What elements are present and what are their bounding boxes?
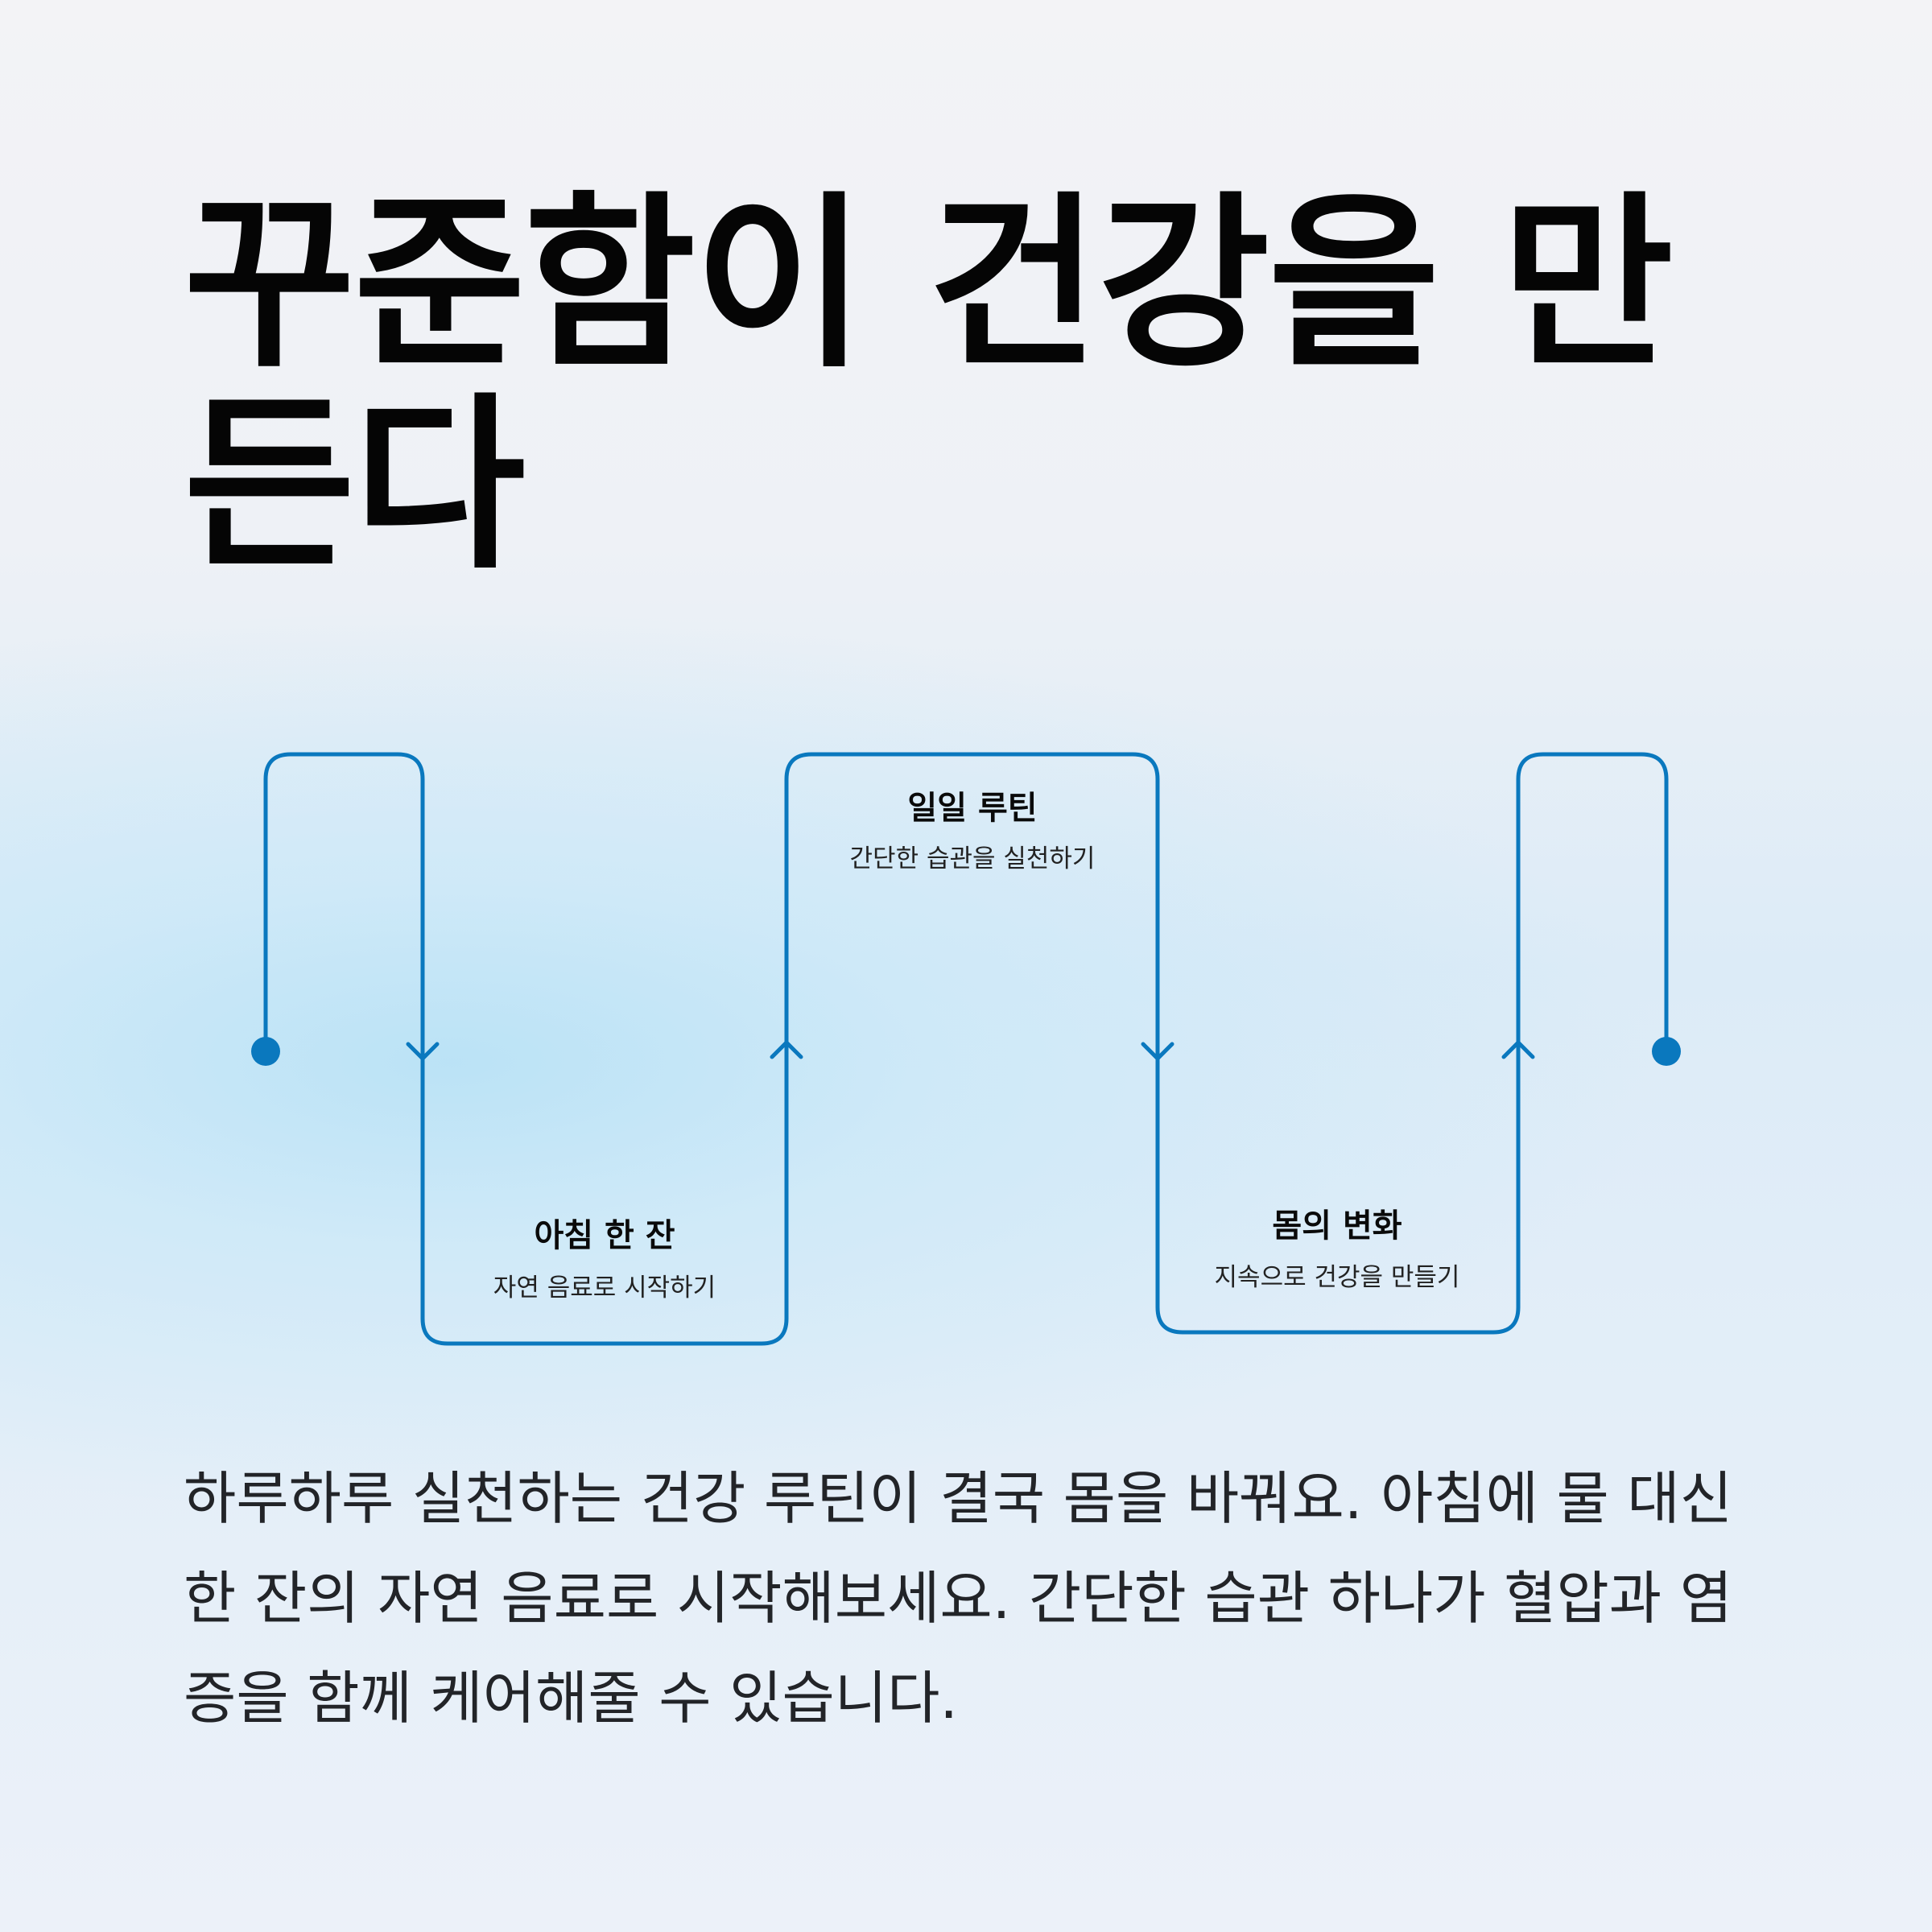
start-dot-icon xyxy=(251,1037,280,1066)
step-title: 몸의 변화 xyxy=(1272,1208,1402,1245)
arrow-up-icon xyxy=(770,1040,803,1059)
step-description: 간단한 습관을 실천하기 xyxy=(850,844,1096,873)
page-title: 꾸준함이 건강을 만든다 xyxy=(184,175,1674,594)
arrow-down-icon xyxy=(406,1042,440,1061)
step-title: 아침 한 잔 xyxy=(534,1217,675,1254)
body-paragraph: 하루하루 실천하는 건강 루틴이 결국 몸을 바꿔요. 아침에 물 대신 한 잔… xyxy=(184,1465,1733,1732)
step-title: 일일 루틴 xyxy=(907,790,1037,827)
arrow-down-icon xyxy=(1141,1042,1174,1061)
step-description: 자연 음료로 시작하기 xyxy=(493,1274,716,1302)
flow-path xyxy=(263,752,1669,1346)
step-description: 지속으로 건강을 만들기 xyxy=(1215,1263,1460,1292)
arrow-up-icon xyxy=(1501,1040,1535,1059)
end-dot-icon xyxy=(1652,1037,1681,1066)
